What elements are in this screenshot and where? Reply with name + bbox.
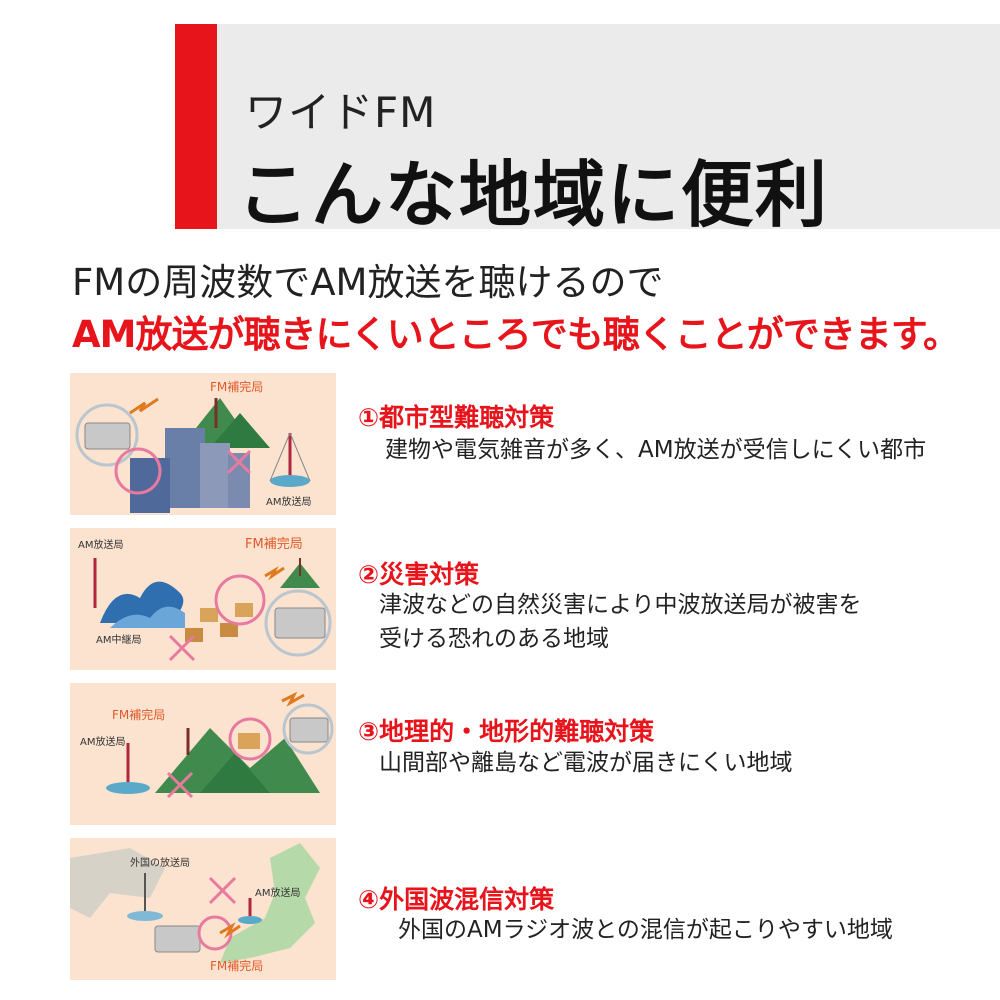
item-desc-4-line-1: 外国のAMラジオ波との混信が起こりやすい地域	[398, 917, 893, 943]
header-subtitle: ワイドFM	[245, 88, 437, 137]
label-am-station: AM放送局	[255, 886, 300, 899]
label-fm-station: FM補完局	[245, 537, 303, 552]
item-heading-4: ④外国波混信対策	[358, 885, 555, 914]
label-am-station: AM放送局	[80, 735, 125, 748]
lead-line-2: AM放送が聴きにくいところでも聴くことができます。	[72, 313, 960, 356]
label-foreign-station: 外国の放送局	[130, 856, 190, 869]
item-heading-3: ③地理的・地形的難聴対策	[358, 717, 655, 746]
item-heading-1: ①都市型難聴対策	[358, 403, 555, 432]
lead-line-1: FMの周波数でAM放送を聴けるので	[72, 261, 664, 304]
label-am-relay: AM中継局	[96, 633, 141, 646]
label-am-station: AM放送局	[78, 538, 123, 551]
label-am-station: AM放送局	[266, 495, 311, 508]
illustration-geographic: FM補完局 AM放送局	[70, 683, 336, 825]
item-desc-1: 建物や電気雑音が多く、AM放送が受信しにくい都市	[385, 433, 926, 467]
label-fm-station: FM補完局	[210, 958, 263, 973]
item-desc-2-line-2: 受ける恐れのある地域	[379, 626, 609, 652]
item-desc-1-line-1: 建物や電気雑音が多く、AM放送が受信しにくい都市	[385, 437, 927, 463]
item-heading-2: ②災害対策	[358, 560, 480, 589]
header-accent-bar	[175, 24, 217, 229]
label-fm-station: FM補完局	[112, 707, 165, 722]
item-desc-3: 山間部や離島など電波が届きにくい地域	[379, 746, 793, 780]
item-desc-4: 外国のAMラジオ波との混信が起こりやすい地域	[398, 913, 893, 947]
item-desc-3-line-1: 山間部や離島など電波が届きにくい地域	[379, 750, 793, 776]
item-desc-2-line-1: 津波などの自然災害により中波放送局が被害を	[379, 592, 862, 618]
item-desc-2: 津波などの自然災害により中波放送局が被害を 受ける恐れのある地域	[379, 588, 862, 656]
illustration-urban: FM補完局 AM放送局	[70, 373, 336, 515]
illustration-foreign: 外国の放送局 AM放送局 FM補完局	[70, 838, 336, 980]
page-title: こんな地域に便利	[237, 153, 830, 237]
label-fm-station: FM補完局	[210, 379, 263, 394]
header-banner: ワイドFM こんな地域に便利	[175, 24, 1000, 237]
illustration-disaster: AM放送局 FM補完局 AM中継局	[70, 528, 336, 670]
